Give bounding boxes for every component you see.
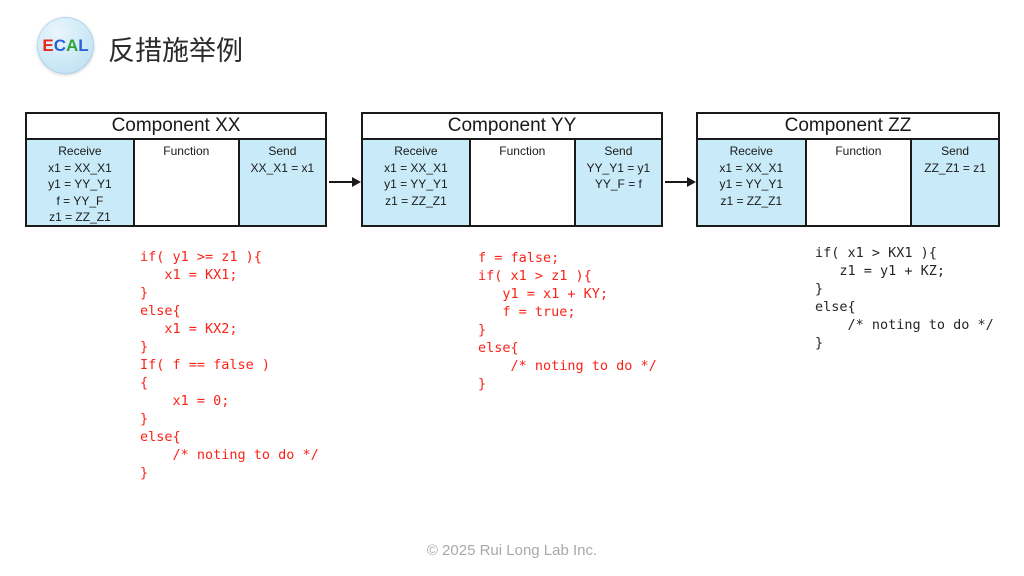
logo-letter-e: E <box>42 36 54 55</box>
component-yy-body: Receive x1 = XX_X1 y1 = YY_Y1 z1 = ZZ_Z1… <box>363 140 662 225</box>
receive-lines: x1 = XX_X1 y1 = YY_Y1 f = YY_F z1 = ZZ_Z… <box>48 160 112 225</box>
component-box-zz: Component ZZ Receive x1 = XX_X1 y1 = YY_… <box>696 112 1000 227</box>
send-lines: ZZ_Z1 = z1 <box>924 160 986 175</box>
component-box-yy: Component YY Receive x1 = XX_X1 y1 = YY_… <box>361 112 663 227</box>
send-label: Send <box>941 144 970 158</box>
code-block-zz: if( x1 > KX1 ){ z1 = y1 + KZ; } else{ /*… <box>815 245 994 351</box>
component-zz-function-cell: Function <box>806 140 913 225</box>
ecal-logo-icon: ECAL <box>37 17 94 74</box>
receive-lines: x1 = XX_X1 y1 = YY_Y1 z1 = ZZ_Z1 <box>719 160 784 208</box>
send-label: Send <box>604 144 633 158</box>
component-box-xx: Component XX Receive x1 = XX_X1 y1 = YY_… <box>25 112 327 227</box>
component-zz-body: Receive x1 = XX_X1 y1 = YY_Y1 z1 = ZZ_Z1… <box>698 140 998 225</box>
logo-letter-a: A <box>65 36 79 55</box>
function-label: Function <box>163 144 210 158</box>
logo-letter-c: C <box>53 36 66 55</box>
component-yy-receive-cell: Receive x1 = XX_X1 y1 = YY_Y1 z1 = ZZ_Z1 <box>363 140 471 225</box>
component-zz-send-cell: Send ZZ_Z1 = z1 <box>912 140 998 225</box>
send-lines: XX_X1 = x1 <box>250 160 315 175</box>
receive-lines: x1 = XX_X1 y1 = YY_Y1 z1 = ZZ_Z1 <box>384 160 448 208</box>
send-label: Send <box>268 144 297 158</box>
component-xx-body: Receive x1 = XX_X1 y1 = YY_Y1 f = YY_F z… <box>27 140 326 225</box>
receive-label: Receive <box>729 144 773 158</box>
page-title: 反措施举例 <box>108 36 243 66</box>
send-lines: YY_Y1 = y1 YY_F = f <box>586 160 651 192</box>
component-xx-title: Component XX <box>27 114 325 140</box>
code-block-yy: f = false; if( x1 > z1 ){ y1 = x1 + KY; … <box>478 250 657 392</box>
component-yy-send-cell: Send YY_Y1 = y1 YY_F = f <box>575 140 662 225</box>
component-xx-send-cell: Send XX_X1 = x1 <box>239 140 326 225</box>
logo-letter-l: L <box>78 36 89 55</box>
code-block-xx: if( y1 >= z1 ){ x1 = KX1; } else{ x1 = K… <box>140 249 319 481</box>
component-zz-title: Component ZZ <box>698 114 998 140</box>
component-yy-function-cell: Function <box>470 140 576 225</box>
function-label: Function <box>835 144 882 158</box>
component-zz-receive-cell: Receive x1 = XX_X1 y1 = YY_Y1 z1 = ZZ_Z1 <box>698 140 807 225</box>
flow-arrow-xx-to-yy-icon <box>329 181 352 183</box>
copyright-footer: © 2025 Rui Long Lab Inc. <box>426 542 598 559</box>
component-xx-function-cell: Function <box>134 140 240 225</box>
ecal-logo-text: ECAL <box>42 37 88 54</box>
component-yy-title: Component YY <box>363 114 661 140</box>
function-label: Function <box>499 144 546 158</box>
component-xx-receive-cell: Receive x1 = XX_X1 y1 = YY_Y1 f = YY_F z… <box>27 140 135 225</box>
flow-arrow-yy-to-zz-icon <box>665 181 687 183</box>
receive-label: Receive <box>394 144 438 158</box>
receive-label: Receive <box>58 144 102 158</box>
